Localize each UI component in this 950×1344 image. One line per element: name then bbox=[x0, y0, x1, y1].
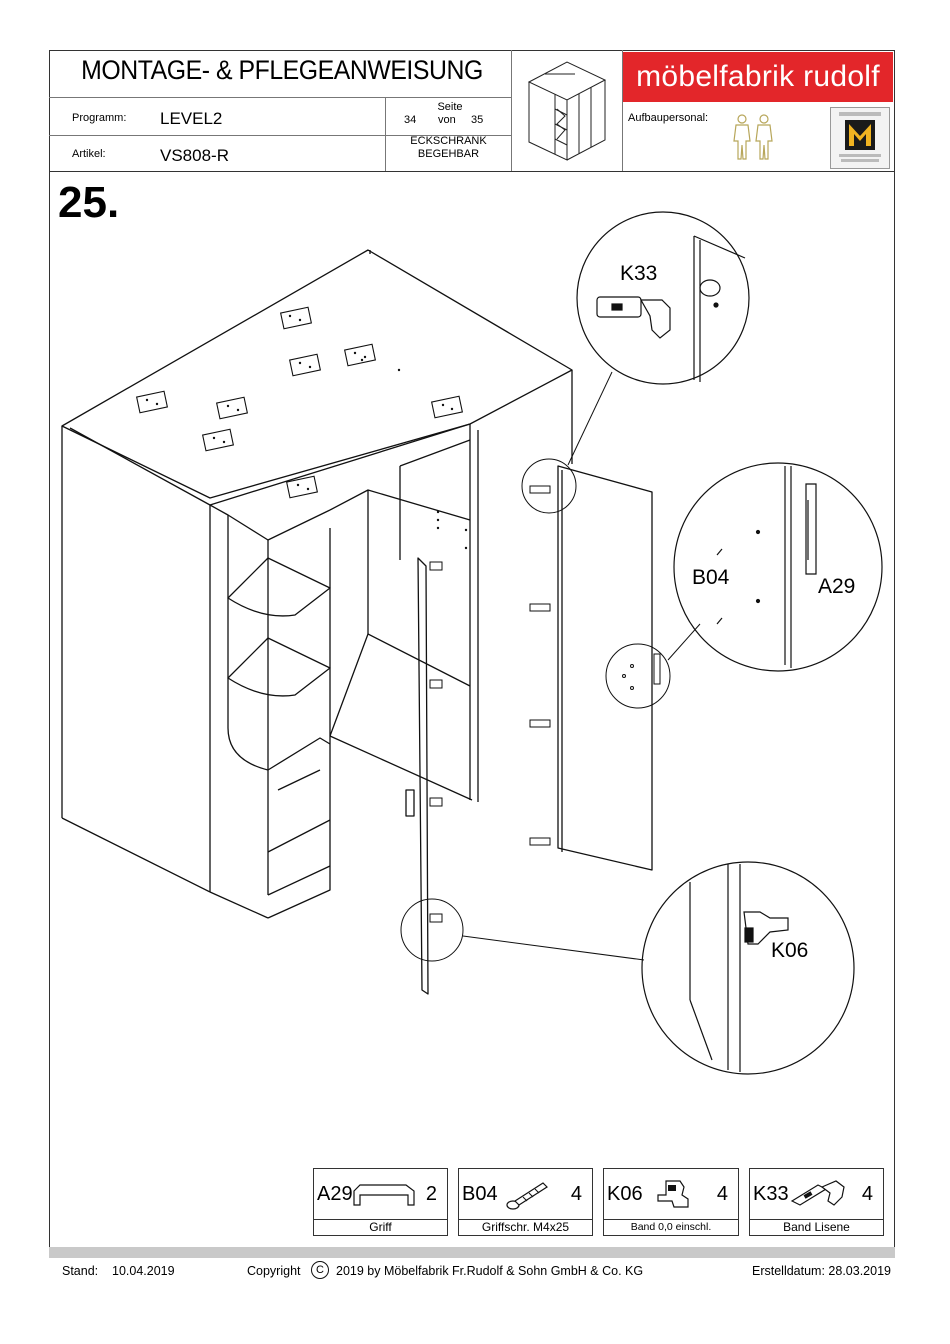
detail-circle-a29 bbox=[605, 643, 671, 709]
part-qty: 2 bbox=[425, 1183, 437, 1205]
programm-label: Programm: bbox=[72, 112, 127, 124]
stand-label: Stand: bbox=[62, 1264, 99, 1278]
two-persons-icon bbox=[733, 114, 773, 160]
footer-bar bbox=[49, 1247, 895, 1258]
part-box: A29 2 Griff bbox=[313, 1168, 448, 1236]
product-line1: ECKSCHRANK bbox=[410, 135, 487, 147]
header-divider bbox=[622, 50, 623, 171]
part-qty: 4 bbox=[570, 1183, 582, 1205]
part-qty: 4 bbox=[716, 1183, 728, 1205]
product-line2: BEGEHBAR bbox=[417, 148, 480, 160]
copyright-label: Copyright bbox=[247, 1264, 301, 1278]
callout-k33: K33 bbox=[620, 262, 658, 285]
header-divider bbox=[511, 50, 512, 171]
seite-current: 34 bbox=[404, 114, 417, 126]
part-desc: Band 0,0 einschl. bbox=[604, 1219, 738, 1235]
part-qty: 4 bbox=[861, 1183, 873, 1205]
part-desc: Griffschr. M4x25 bbox=[459, 1219, 592, 1235]
hinge-icon bbox=[657, 1180, 689, 1208]
part-code: A29 bbox=[317, 1183, 353, 1205]
zoom-k33 bbox=[576, 211, 750, 385]
callout-b04: B04 bbox=[692, 566, 730, 589]
erstelldatum: Erstelldatum: 28.03.2019 bbox=[752, 1264, 891, 1278]
part-desc: Band Lisene bbox=[750, 1219, 883, 1235]
part-box: B04 4 Griffschr. M4x25 bbox=[458, 1168, 593, 1236]
cabinet-top bbox=[61, 249, 573, 499]
part-code: K33 bbox=[753, 1183, 789, 1205]
stand-date: 10.04.2019 bbox=[112, 1264, 175, 1278]
cabinet-thumbnail-icon bbox=[527, 61, 607, 161]
seite-von: von bbox=[438, 114, 456, 126]
quality-seal-icon bbox=[830, 107, 890, 169]
detail-circle-k06 bbox=[400, 898, 464, 962]
copyright-icon: C bbox=[311, 1261, 329, 1279]
programm-value: LEVEL2 bbox=[160, 109, 223, 128]
callout-k06: K06 bbox=[771, 939, 809, 962]
header-divider bbox=[49, 97, 511, 98]
part-code: B04 bbox=[462, 1183, 498, 1205]
part-box: K06 4 Band 0,0 einschl. bbox=[603, 1168, 739, 1236]
part-desc: Griff bbox=[314, 1219, 447, 1235]
header-bottom-border bbox=[49, 171, 895, 172]
copyright-text: 2019 by Möbelfabrik Fr.Rudolf & Sohn Gmb… bbox=[336, 1264, 644, 1278]
zoom-k06 bbox=[641, 861, 855, 1075]
part-code: K06 bbox=[607, 1183, 643, 1205]
callout-a29: A29 bbox=[818, 575, 856, 598]
aufbaupersonal-label: Aufbaupersonal: bbox=[628, 112, 709, 124]
seite-label: Seite bbox=[437, 101, 463, 113]
brand-logo: möbelfabrik rudolf bbox=[623, 52, 893, 102]
part-box: K33 4 Band Lisene bbox=[749, 1168, 884, 1236]
detail-circle-k33 bbox=[521, 458, 577, 514]
hinge-lisene-icon bbox=[790, 1180, 845, 1206]
header-divider bbox=[49, 135, 511, 136]
assembly-drawing bbox=[61, 211, 883, 1075]
artikel-value: VS808-R bbox=[160, 146, 229, 165]
screw-icon bbox=[506, 1182, 548, 1210]
handle-icon bbox=[353, 1184, 415, 1206]
header-divider bbox=[385, 97, 386, 171]
seite-total: 35 bbox=[471, 114, 484, 126]
page-title: MONTAGE- & PFLEGEANWEISUNG bbox=[81, 55, 483, 85]
artikel-label: Artikel: bbox=[72, 148, 106, 160]
step-number: 25. bbox=[58, 178, 120, 227]
zoom-a29 bbox=[673, 462, 883, 672]
